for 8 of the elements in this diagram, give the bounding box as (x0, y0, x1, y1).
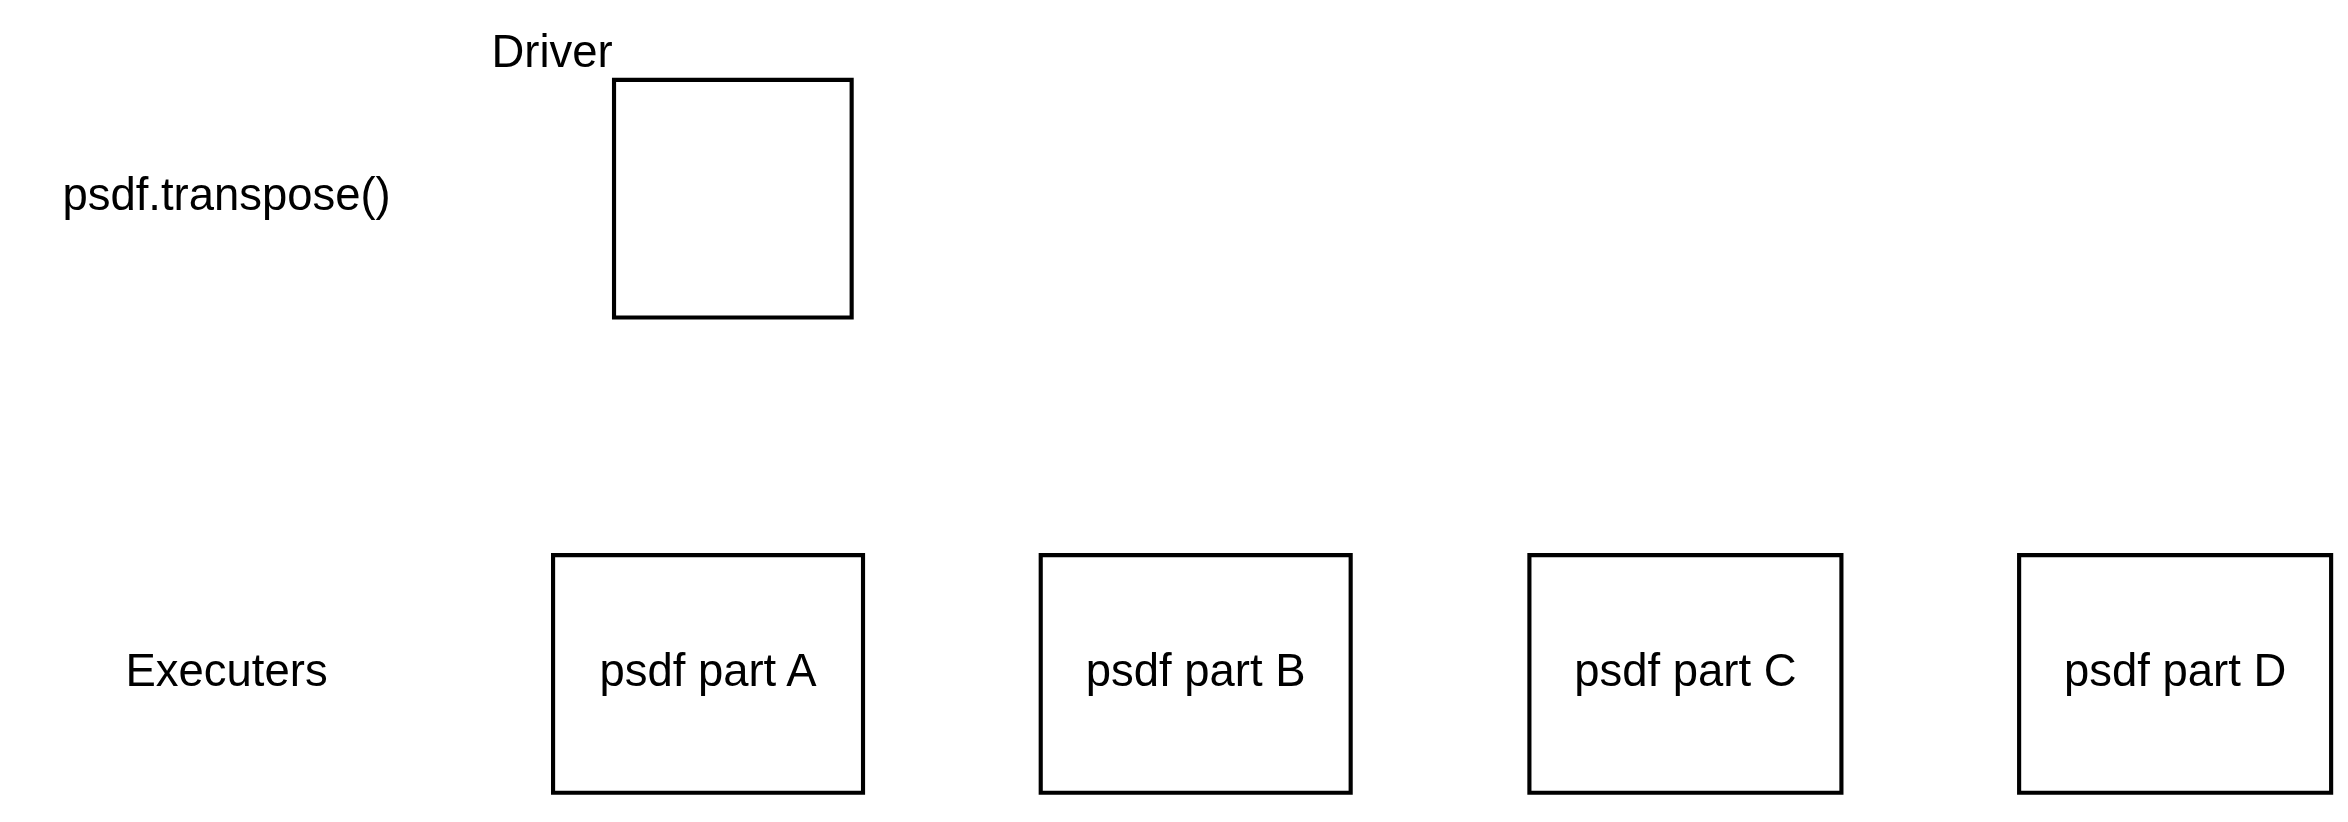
node-label: Driver (491, 25, 613, 77)
label: Executers (125, 643, 328, 695)
node-box: psdf part B (1038, 552, 1353, 795)
node-box: psdf part C (1527, 552, 1844, 795)
node-box: psdf part D (2017, 552, 2334, 795)
node-box (611, 77, 854, 320)
label: psdf.transpose() (62, 168, 391, 220)
node-box: psdf part A (551, 552, 866, 795)
